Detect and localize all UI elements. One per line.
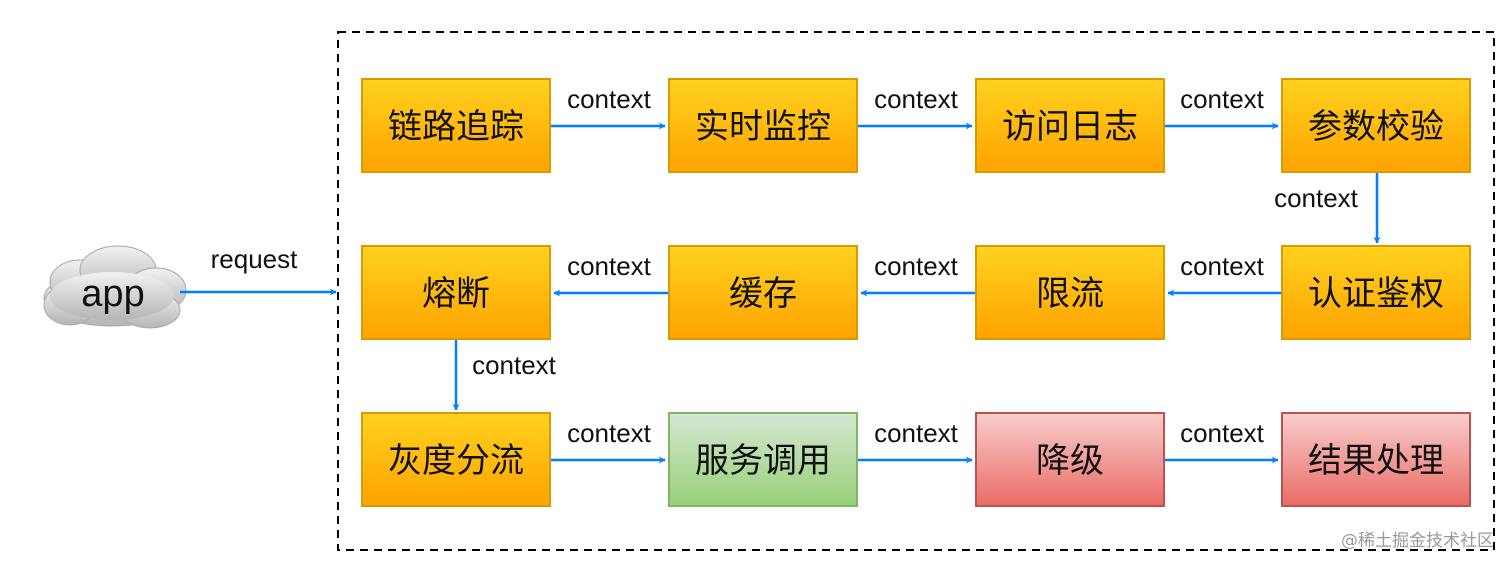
node-param-validation bbox=[1281, 78, 1471, 173]
node-service-call-label: 服务调用 bbox=[695, 441, 831, 481]
node-result-handling bbox=[1281, 412, 1471, 507]
node-access-log-label: 访问日志 bbox=[1002, 107, 1138, 147]
row-3: 灰度分流 服务调用 降级 结果处理 bbox=[361, 412, 1471, 507]
node-auth bbox=[1281, 245, 1471, 340]
node-cache bbox=[668, 245, 858, 340]
node-monitoring-label: 实时监控 bbox=[695, 107, 831, 147]
node-canary-label: 灰度分流 bbox=[388, 441, 524, 481]
row-link-label: context bbox=[1274, 183, 1359, 213]
edge-label: context bbox=[874, 418, 959, 448]
node-access-log bbox=[975, 78, 1165, 173]
edge-label: context bbox=[567, 418, 652, 448]
node-rate-limit-label: 限流 bbox=[1036, 274, 1104, 314]
node-auth-label: 认证鉴权 bbox=[1308, 274, 1444, 314]
request-label: request bbox=[211, 244, 298, 274]
row-1: 链路追踪 实时监控 访问日志 参数校验 bbox=[361, 78, 1471, 173]
edge-label: context bbox=[1180, 418, 1265, 448]
edge-label: context bbox=[874, 84, 959, 114]
row-3-edges: context context context bbox=[551, 418, 1279, 464]
node-rate-limit bbox=[975, 245, 1165, 340]
node-cache-label: 缓存 bbox=[729, 274, 797, 314]
row-2: 熔断 缓存 限流 认证鉴权 bbox=[361, 245, 1471, 340]
node-service-call bbox=[668, 412, 858, 507]
node-param-validation-label: 参数校验 bbox=[1308, 107, 1444, 147]
node-monitoring bbox=[668, 78, 858, 173]
node-canary bbox=[361, 412, 551, 507]
app-cloud: app bbox=[43, 245, 187, 329]
edge-label: context bbox=[874, 251, 959, 281]
node-result-handling-label: 结果处理 bbox=[1308, 441, 1444, 481]
row-1-edges: context context context bbox=[551, 84, 1279, 130]
edge-label: context bbox=[1180, 251, 1265, 281]
app-label: app bbox=[81, 273, 144, 315]
edge-label: context bbox=[1180, 84, 1265, 114]
row-2-edges: context context context bbox=[553, 251, 1281, 297]
node-circuit-breaker-label: 熔断 bbox=[422, 274, 490, 314]
gateway-boundary bbox=[337, 31, 1495, 551]
edge-label: context bbox=[567, 84, 652, 114]
edge-label: context bbox=[567, 251, 652, 281]
row-link-label: context bbox=[472, 350, 557, 380]
node-circuit-breaker bbox=[361, 245, 551, 340]
node-degrade bbox=[975, 412, 1165, 507]
watermark: @稀土掘金技术社区 bbox=[1341, 531, 1494, 551]
node-tracing-label: 链路追踪 bbox=[388, 107, 524, 147]
node-degrade-label: 降级 bbox=[1036, 441, 1104, 481]
node-tracing bbox=[361, 78, 551, 173]
